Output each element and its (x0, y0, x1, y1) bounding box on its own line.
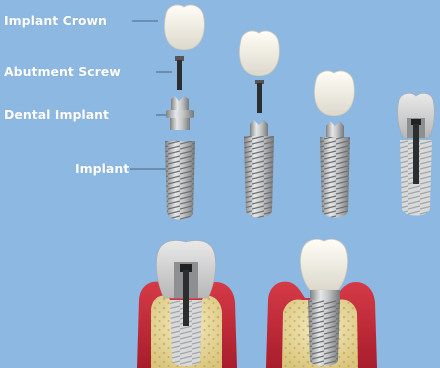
implant-right-threads (308, 300, 340, 366)
abutment-3 (326, 121, 344, 137)
implant-stage-3 (314, 71, 354, 217)
label-dental-implant: Dental Implant (4, 107, 109, 122)
exploded-implant (130, 5, 204, 219)
implant-cross-section (398, 93, 435, 215)
implant-stage-2 (239, 31, 279, 217)
abutment-2 (250, 120, 268, 136)
implant-crown (164, 5, 204, 50)
crown-right (300, 239, 347, 290)
jaw-view-right (266, 239, 377, 368)
screw-left (183, 270, 189, 326)
crown-2 (239, 31, 279, 76)
abutment-top (171, 96, 189, 110)
abutment-collar (166, 110, 194, 118)
abutment-right (310, 290, 340, 300)
implant-threads-2 (244, 136, 274, 218)
label-implant: Implant (75, 161, 129, 176)
implant-threads (165, 141, 195, 220)
implant-threads-3 (320, 137, 350, 218)
label-implant-crown: Implant Crown (4, 13, 107, 28)
screw-2 (257, 83, 262, 113)
screw-section (413, 124, 419, 184)
label-abutment-screw: Abutment Screw (4, 64, 121, 79)
abutment-base (170, 118, 190, 130)
crown-3 (314, 71, 354, 116)
abutment-screw (177, 60, 182, 90)
jaw-section-left (137, 240, 237, 368)
